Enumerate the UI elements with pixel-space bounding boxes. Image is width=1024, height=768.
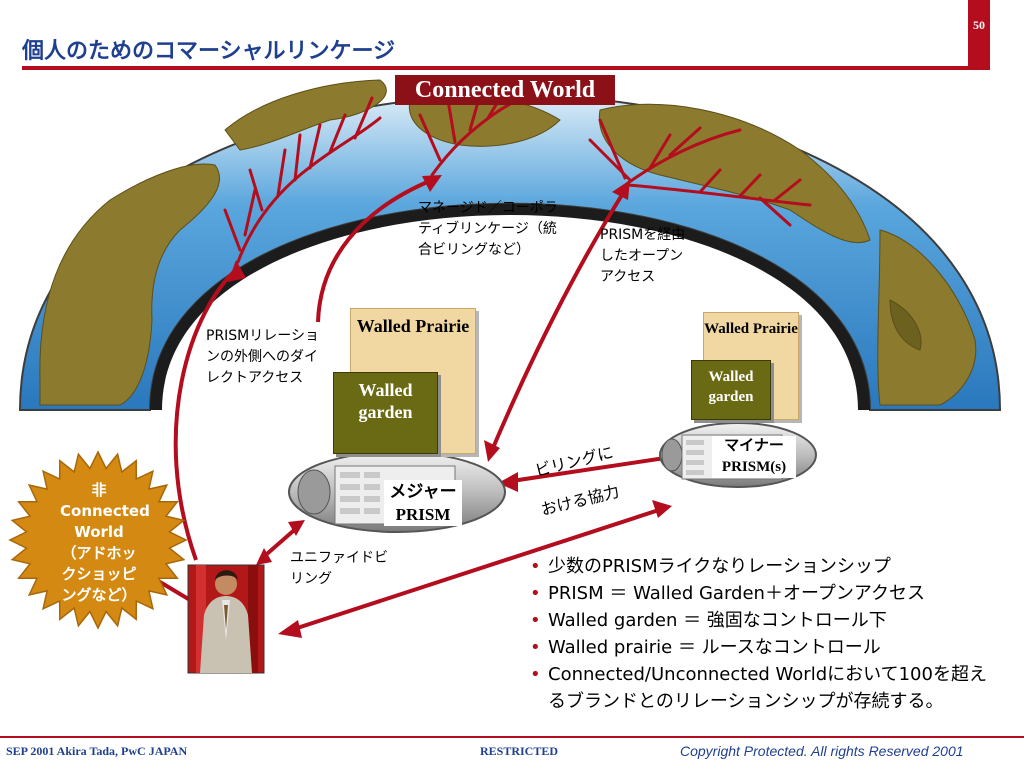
- page-number: 50: [968, 0, 990, 70]
- linkage-branches: [223, 88, 812, 264]
- bullet-item: Walled garden ＝ 強固なコントロール下: [530, 607, 1000, 634]
- note-prism-open-access: PRISMを経由したオープンアクセス: [600, 227, 686, 285]
- note-prism-direct-access: PRISMリレーションの外側へのダイレクトアクセス: [206, 328, 319, 386]
- connected-world-banner: Connected World: [395, 75, 615, 105]
- access-arrows: [138, 178, 666, 634]
- person-photo: [187, 564, 265, 674]
- walled-garden-box-minor: Walled garden: [691, 360, 771, 420]
- minor-prism-label: マイナーPRISM(s): [712, 436, 796, 478]
- footer-rule: [0, 736, 1024, 738]
- bullet-item: PRISM ＝ Walled Garden＋オープンアクセス: [530, 580, 1000, 607]
- note-unified-billing: ユニファイドビリング: [290, 550, 388, 587]
- key-points-list: 少数のPRISMライクなりレーションシップ PRISM ＝ Walled Gar…: [530, 553, 1000, 715]
- slide-title: 個人のためのコマーシャルリンケージ: [22, 39, 396, 64]
- unconnected-world-label: 非Connected World（アドホックショッピングなど）: [60, 481, 150, 604]
- walled-garden-box-major: Walled garden: [333, 372, 438, 454]
- footer-classification: RESTRICTED: [480, 744, 559, 758]
- major-prism-label: メジャーPRISM: [384, 480, 462, 526]
- diagram-scene: [8, 79, 1002, 674]
- title-rule: [22, 66, 990, 70]
- unconnected-starburst: [8, 450, 188, 630]
- bullet-item: Connected/Unconnected Worldにおいて100を超えるブラ…: [530, 661, 1000, 715]
- arrowheads: [135, 175, 672, 638]
- footer-author: SEP 2001 Akira Tada, PwC JAPAN: [6, 744, 188, 758]
- bullet-item: 少数のPRISMライクなりレーションシップ: [530, 553, 1000, 580]
- note-managed-linkage: マネージド／コーポラティブリンケージ（統合ビリングなど）: [418, 200, 558, 258]
- footer-copyright: Copyright Protected. All rights Reserved…: [680, 743, 964, 759]
- bullet-item: Walled prairie ＝ ルースなコントロール: [530, 634, 1000, 661]
